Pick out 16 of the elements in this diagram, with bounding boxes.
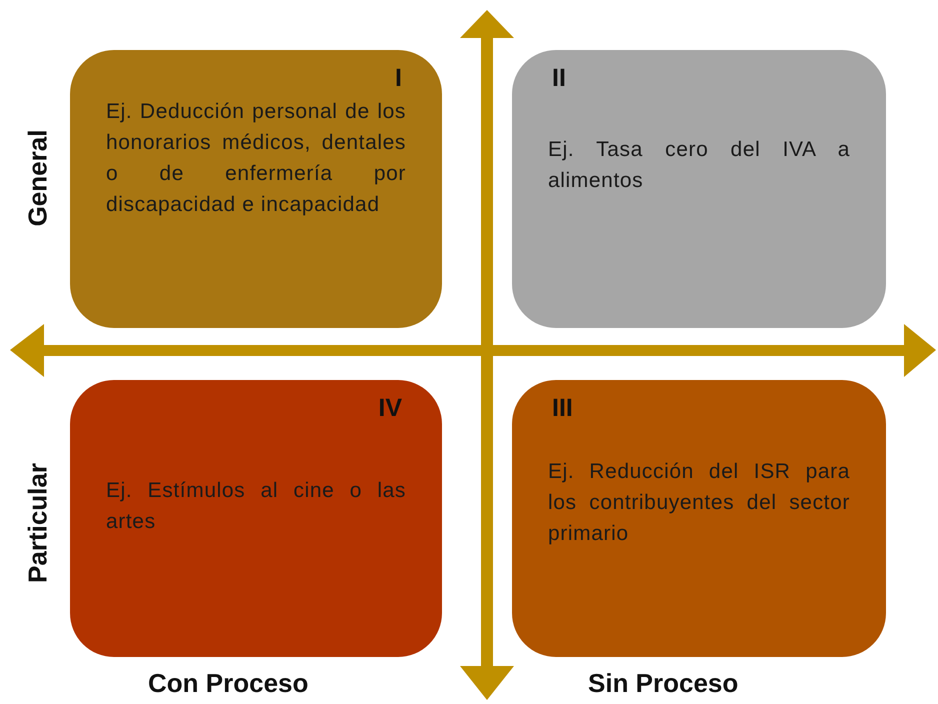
axis-label: Particular (22, 463, 54, 583)
example-text: Ej. Deducción personal de los honorarios médicos, dentales o de enfermería por discapacidad e incapacidad (106, 99, 406, 218)
example-text: Ej. Estímulos al cine o las artes (106, 478, 406, 535)
quadrant-number: III (552, 394, 573, 423)
quadrant-box (70, 50, 442, 328)
quadrant-box (512, 380, 886, 657)
example-text: Ej. Reducción del ISR para los contribuyentes del sector primario (548, 459, 850, 547)
quadrant-number: IV (378, 394, 402, 423)
axis-label: General (22, 130, 54, 226)
quadrant-box (512, 50, 886, 328)
quadrant-number: I (395, 64, 402, 93)
example-text: Ej. Tasa cero del IVA a alimentos (548, 137, 850, 194)
quadrant-number: II (552, 64, 566, 93)
axis-label: Con Proceso (148, 668, 308, 699)
quadrant-box (70, 380, 442, 657)
axis-label: Sin Proceso (588, 668, 738, 699)
